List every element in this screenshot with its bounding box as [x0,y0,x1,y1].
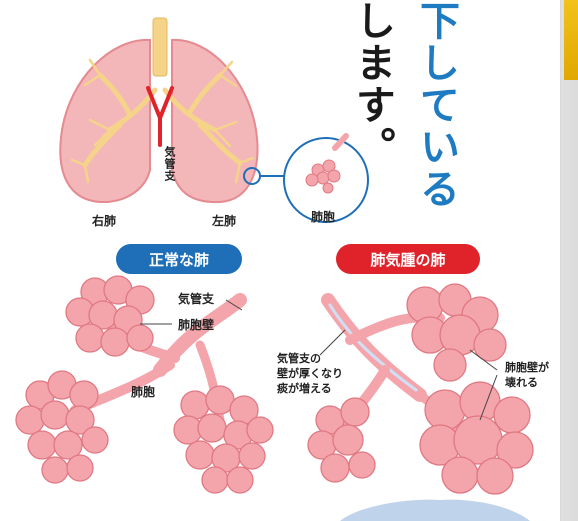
emphysema-lung-illustration [307,283,534,495]
normal-lung-title: 正常な肺 [116,244,242,274]
headline-blue: 下している [413,0,459,210]
left-lung-label: 左肺 [212,214,237,228]
normal-bronchi-label: 気管支 [178,292,215,306]
normal-alveoli-label: 肺胞 [131,385,156,399]
alveoli-magnified-label: 肺胞 [311,210,336,224]
right-lung [59,38,151,204]
trachea [152,17,168,77]
lung-diagram [15,17,534,521]
illustration-panel: 下している します。 [0,0,561,521]
background-yellow-strip [564,0,578,80]
bronchi-highlight [146,86,174,124]
headline-black: します。 [349,0,395,168]
emphysema-wall-note: 肺胞壁が 壊れる [505,361,549,389]
right-lung-label: 右肺 [92,214,117,228]
normal-lung-illustration [15,275,274,494]
normal-alveolar-wall-label: 肺胞壁 [178,318,215,332]
emphysema-bronchi-note: 気管支の 壁が厚くなり 痰が増える [277,352,343,395]
lung-bronchi-label: 気管支 [163,146,176,182]
emphysema-lung-title: 肺気腫の肺 [336,244,480,274]
bottom-shape [340,499,530,521]
